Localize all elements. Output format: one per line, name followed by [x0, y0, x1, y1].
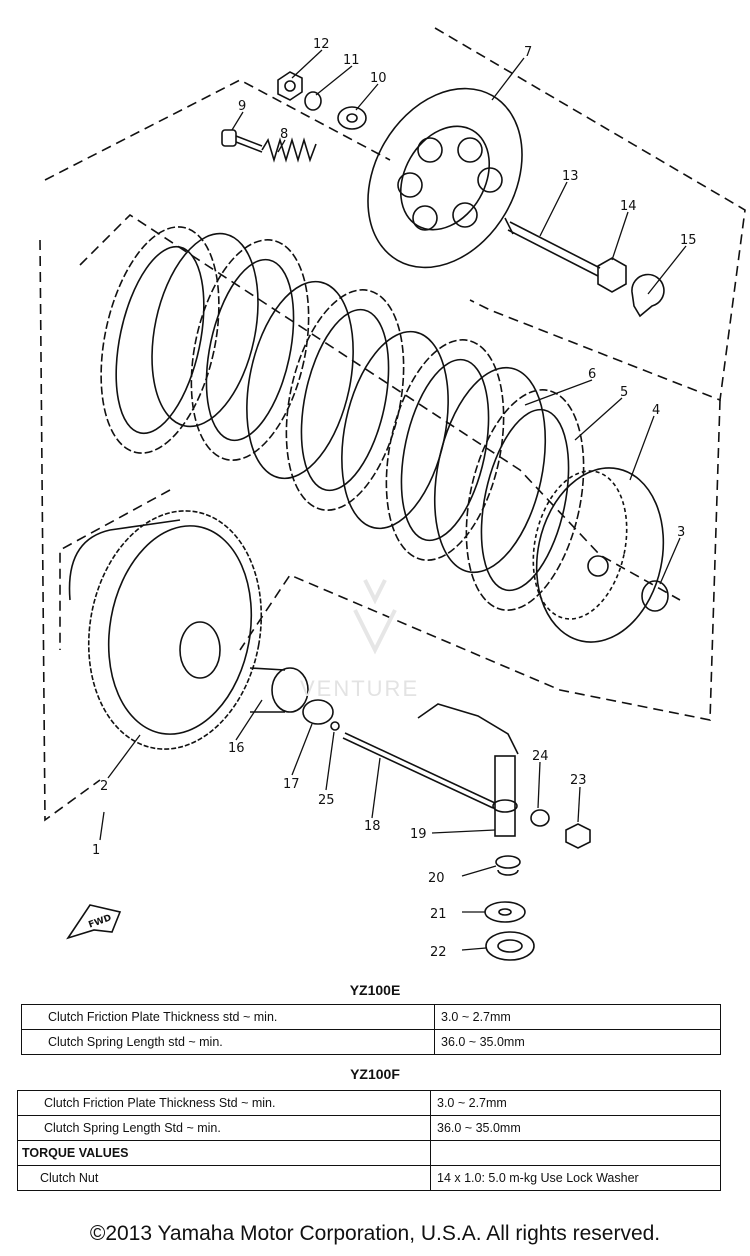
nut-14 [597, 257, 627, 293]
spec-value: 36.0 ~ 35.0mm [430, 1115, 721, 1141]
washer-21 [484, 901, 526, 923]
upper-boundary-line [434, 27, 746, 402]
callout-16: 16 [228, 741, 245, 756]
callout-20: 20 [428, 871, 445, 886]
callout-12: 12 [313, 37, 330, 52]
torque-header: TORQUE VALUES [17, 1140, 431, 1166]
bolt-23 [565, 823, 591, 849]
push-lever-axle-19 [417, 703, 519, 837]
washer-11 [304, 91, 322, 111]
callout-18: 18 [364, 819, 381, 834]
callout-25: 25 [318, 793, 335, 808]
lower-boundary-line [239, 399, 721, 721]
axis-line [79, 213, 681, 601]
clutch-housing-2 [68, 510, 263, 750]
spec-table-yz100e: Clutch Friction Plate Thickness std ~ mi… [21, 1004, 721, 1055]
callout-21: 21 [430, 907, 447, 922]
table-row: Clutch Nut 14 x 1.0: 5.0 m-kg Use Lock W… [17, 1165, 721, 1191]
thrust-washer-17 [302, 699, 334, 725]
table-row: Clutch Spring Length std ~ min. 36.0 ~ 3… [21, 1029, 721, 1055]
torque-value: 14 x 1.0: 5.0 m-kg Use Lock Washer [430, 1165, 721, 1191]
spec-value: 3.0 ~ 2.7mm [430, 1090, 721, 1116]
clutch-boss-4 [532, 467, 665, 643]
washer-24 [530, 809, 550, 827]
callout-5: 5 [620, 385, 628, 400]
callout-23: 23 [570, 773, 587, 788]
oil-seal-22 [485, 931, 535, 961]
clutch-plate-stack [100, 226, 585, 611]
model-title-yz100f: YZ100F [350, 1066, 400, 1082]
spec-label: Clutch Friction Plate Thickness std ~ mi… [21, 1004, 435, 1030]
callout-17: 17 [283, 777, 300, 792]
nut-12 [277, 71, 303, 101]
copyright-notice: ©2013 Yamaha Motor Corporation, U.S.A. A… [89, 1222, 661, 1245]
callout-2: 2 [100, 779, 108, 794]
push-rod-18 [342, 732, 496, 809]
callout-14: 14 [620, 199, 637, 214]
spec-value-empty [430, 1140, 721, 1166]
push-rod-13 [504, 217, 601, 277]
pressure-plate-7 [367, 87, 523, 269]
callout-10: 10 [370, 71, 387, 86]
spec-value: 36.0 ~ 35.0mm [434, 1029, 721, 1055]
bushing-16 [249, 667, 309, 713]
table-row: Clutch Spring Length Std ~ min. 36.0 ~ 3… [17, 1115, 721, 1141]
spec-label: Clutch Spring Length Std ~ min. [17, 1115, 431, 1141]
callout-9: 9 [238, 99, 246, 114]
callout-8: 8 [280, 127, 288, 142]
watermark-text: VENTURE [300, 676, 420, 701]
table-row: Clutch Friction Plate Thickness Std ~ mi… [17, 1090, 721, 1116]
lock-washer-15 [631, 273, 665, 318]
callout-24: 24 [532, 749, 549, 764]
ball-25 [330, 721, 340, 731]
callout-11: 11 [343, 53, 360, 68]
callout-13: 13 [562, 169, 579, 184]
model-title-yz100e: YZ100E [349, 982, 401, 998]
plate-10 [337, 106, 367, 130]
callout-4: 4 [652, 403, 660, 418]
watermark-logo-icon [353, 579, 397, 655]
spec-value: 3.0 ~ 2.7mm [434, 1004, 721, 1030]
callout-22: 22 [430, 945, 447, 960]
forward-arrow-icon [66, 904, 122, 940]
bolt-9 [221, 129, 263, 153]
spec-label: Clutch Friction Plate Thickness Std ~ mi… [17, 1090, 431, 1116]
callout-19: 19 [410, 827, 427, 842]
spring-8 [261, 137, 317, 163]
callout-15: 15 [680, 233, 697, 248]
leader-lines [99, 49, 687, 951]
washer-3 [641, 580, 669, 612]
torque-label: Clutch Nut [17, 1165, 431, 1191]
spec-label: Clutch Spring Length std ~ min. [21, 1029, 435, 1055]
axis-line [59, 489, 171, 650]
callout-3: 3 [677, 525, 685, 540]
lower-boundary-line [44, 79, 391, 181]
lower-boundary-line [39, 239, 101, 822]
callout-1: 1 [92, 843, 100, 858]
exploded-clutch-diagram: 12 11 10 9 8 7 13 14 15 6 5 4 3 2 1 16 1… [39, 27, 746, 961]
table-row: TORQUE VALUES [17, 1140, 721, 1166]
spring-20 [495, 855, 521, 876]
table-row: Clutch Friction Plate Thickness std ~ mi… [21, 1004, 721, 1030]
spec-table-yz100f: Clutch Friction Plate Thickness Std ~ mi… [17, 1090, 721, 1191]
callout-7: 7 [524, 45, 532, 60]
callout-6: 6 [588, 367, 596, 382]
